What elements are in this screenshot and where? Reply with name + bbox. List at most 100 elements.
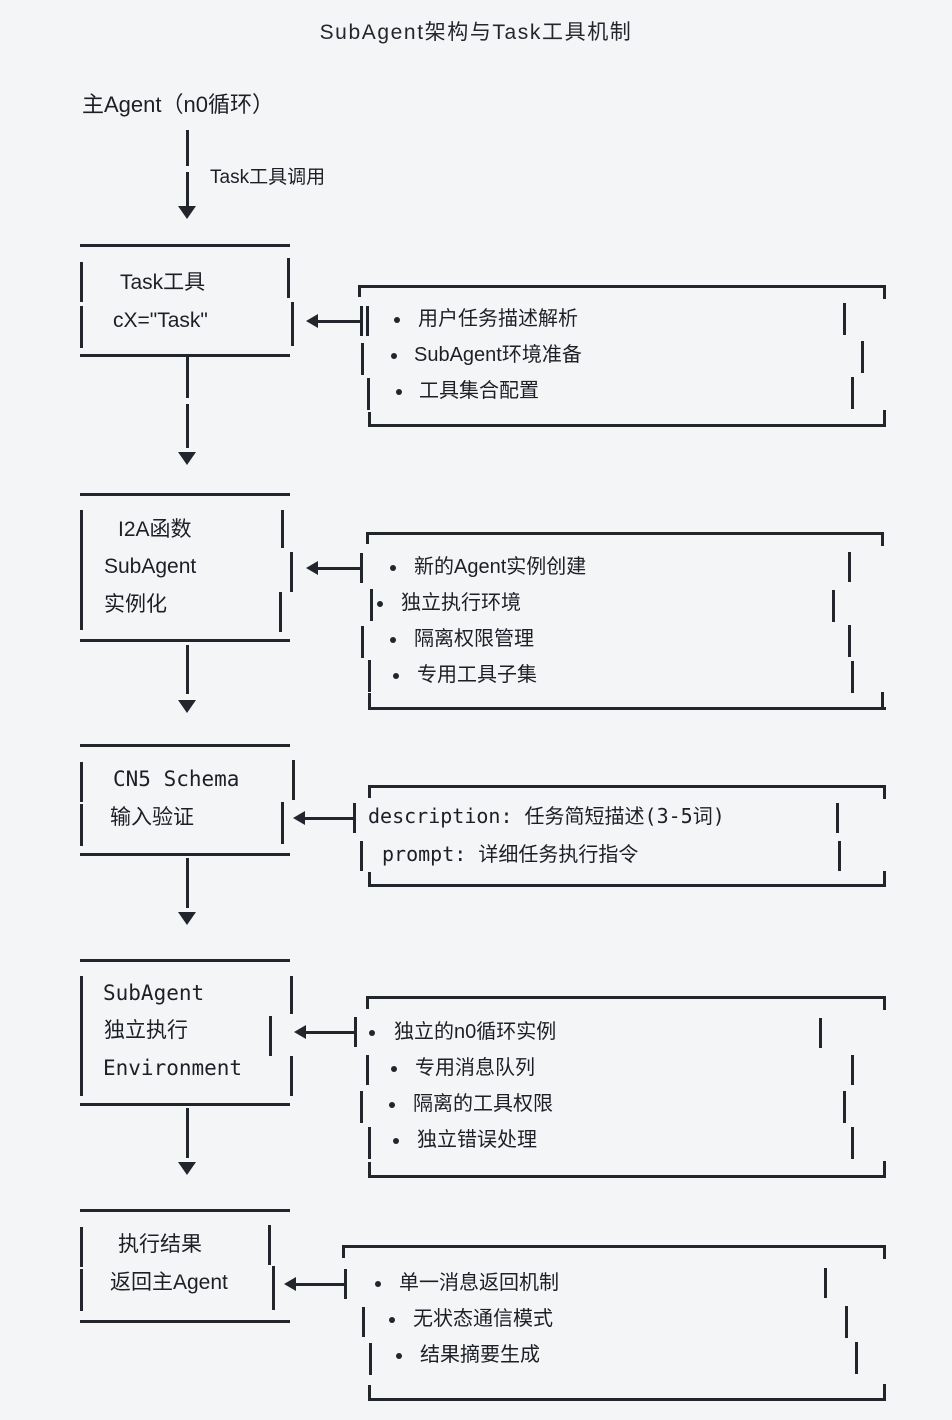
panel3-right-tick-2: [838, 841, 841, 871]
panel5-item-1: 单一消息返回机制: [399, 1272, 559, 1294]
panel4-bullet-icon-2: [391, 1066, 397, 1072]
box3-right-tick-2: [281, 802, 284, 844]
panel4-right-tick-1: [819, 1018, 822, 1048]
panel1-top-right-corner: [883, 285, 886, 299]
box3-right-tick-1: [292, 760, 295, 800]
box3-bottom-rail: [80, 853, 290, 856]
box4-inbound-arrow-line: [306, 1031, 356, 1034]
panel5-bullet-icon-1: [375, 1281, 381, 1287]
panel5-right-tick-3: [855, 1342, 858, 1374]
box5-left-tick-2: [80, 1269, 83, 1311]
box5-line-2: 返回主Agent: [110, 1271, 228, 1294]
connector-1-2-seg2: [186, 404, 189, 448]
box1-inbound-arrowhead-icon: [306, 314, 318, 328]
panel1-left-tick-2: [361, 343, 364, 375]
panel4-bottom-right-corner: [883, 1161, 886, 1178]
box4-top-rail: [80, 959, 290, 962]
panel3-left-tick-1: [360, 841, 363, 871]
panel2-item-1: 新的Agent实例创建: [414, 556, 587, 578]
panel4-left-tick-3: [368, 1127, 371, 1159]
panel2-left-tick-1: [370, 589, 373, 621]
panel3-top-right-corner: [883, 785, 886, 799]
box4-bottom-rail: [80, 1103, 290, 1106]
panel4-bullet-icon-4: [393, 1138, 399, 1144]
box1-right-tick-1: [287, 258, 290, 298]
box2-inbound-arrowhead-icon: [306, 561, 318, 575]
panel4-top-rail: [366, 996, 886, 999]
panel2-item-3: 隔离权限管理: [414, 628, 534, 650]
box3-line-1: CN5 Schema: [113, 767, 240, 791]
panel1-left-tick-3: [367, 378, 370, 410]
box4-line-1: SubAgent: [103, 981, 205, 1005]
root-edge-label: Task工具调用: [210, 167, 326, 188]
box2-line-3: 实例化: [104, 593, 167, 616]
panel1-bottom-rail: [368, 424, 886, 427]
box3-top-rail: [80, 744, 290, 747]
root-connector-seg2: [186, 172, 189, 210]
box1-top-rail: [80, 244, 290, 247]
box5-left-tick-1: [80, 1227, 83, 1267]
box2-line-2: SubAgent: [104, 555, 197, 578]
box3-inbound-arrow-tail: [353, 803, 356, 833]
connector-4-5-arrowhead-icon: [178, 1162, 196, 1175]
panel1-right-tick-3: [851, 377, 854, 409]
panel5-bullet-icon-2: [389, 1317, 395, 1323]
box3-inbound-arrow-line: [305, 817, 355, 820]
box2-inbound-arrow-line: [318, 567, 362, 570]
box1-bottom-rail: [80, 354, 290, 357]
box4-inbound-arrowhead-icon: [294, 1025, 306, 1039]
panel3-item-2: prompt: 详细任务执行指令: [382, 842, 639, 866]
panel4-bullet-icon-1: [369, 1030, 375, 1036]
box2-right-tick-2: [290, 552, 293, 592]
box4-inbound-arrow-tail: [354, 1017, 357, 1047]
box2-left-tick-2: [80, 548, 83, 588]
box4-left-tick-3: [80, 1054, 83, 1096]
box1-line-2: cX="Task": [113, 309, 208, 332]
box3-left-tick-2: [80, 804, 83, 846]
box1-inbound-arrow-tail: [360, 306, 363, 336]
panel5-bottom-left-corner: [368, 1385, 371, 1401]
box2-right-tick-1: [281, 510, 284, 548]
panel2-top-right-corner: [881, 532, 884, 546]
panel2-right-tick-3: [848, 625, 851, 657]
panel4-bottom-left-corner: [368, 1162, 371, 1178]
box1-inbound-arrow-line: [318, 320, 362, 323]
panel1-bullet-icon-3: [396, 389, 402, 395]
box2-left-tick-3: [80, 588, 83, 630]
panel2-top-rail: [366, 532, 884, 535]
panel1-item-2: SubAgent环境准备: [414, 344, 582, 366]
box4-line-2: 独立执行: [104, 1019, 188, 1042]
panel3-top-left-corner: [368, 785, 371, 798]
panel3-bottom-right-corner: [883, 871, 886, 887]
panel2-bottom-right-corner: [881, 692, 884, 709]
panel1-top-rail: [358, 285, 886, 288]
panel2-bullet-icon-2: [377, 601, 383, 607]
panel1-right-tick-2: [861, 341, 864, 373]
panel4-top-right-corner: [883, 996, 886, 1010]
box5-inbound-arrowhead-icon: [284, 1277, 296, 1291]
panel2-right-tick-2: [832, 590, 835, 622]
panel2-top-left-corner: [366, 532, 369, 544]
panel4-right-tick-3: [843, 1091, 846, 1123]
panel5-bottom-rail: [368, 1398, 886, 1401]
panel4-top-left-corner: [366, 996, 369, 1009]
panel2-left-tick-3: [368, 660, 371, 692]
panel4-item-1: 独立的n0循环实例: [394, 1021, 557, 1043]
root-arrowhead-icon: [178, 206, 196, 219]
root-node-label: 主Agent（n0循环）: [82, 92, 274, 117]
box1-right-tick-2: [291, 302, 294, 346]
box2-right-tick-3: [279, 592, 282, 632]
panel3-bottom-rail: [368, 884, 886, 887]
box5-line-1: 执行结果: [118, 1233, 202, 1256]
box4-left-tick-1: [80, 976, 83, 1014]
panel5-top-right-corner: [883, 1245, 886, 1259]
box5-right-tick-1: [268, 1225, 271, 1265]
connector-2-3-seg2: [186, 658, 189, 694]
box4-right-tick-2: [269, 1016, 272, 1056]
box2-inbound-arrow-tail: [360, 553, 363, 583]
diagram-title: SubAgent架构与Task工具机制: [319, 21, 633, 44]
panel2-bullet-icon-4: [393, 673, 399, 679]
box2-left-tick-1: [80, 510, 83, 548]
panel3-bottom-left-corner: [368, 872, 371, 887]
